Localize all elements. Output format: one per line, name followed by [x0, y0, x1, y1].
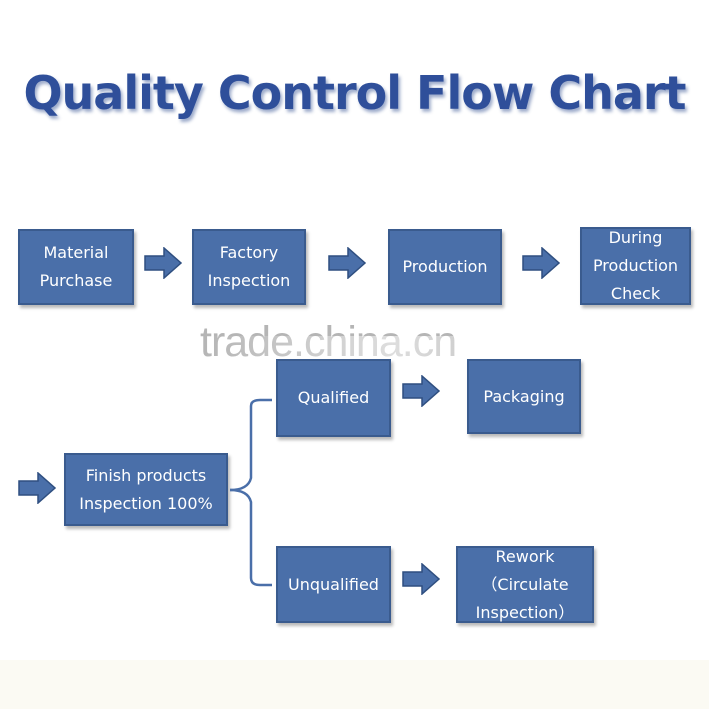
right-arrow-icon [402, 375, 440, 407]
page-title: Quality Control Flow Chart [23, 66, 686, 120]
step-rework: Rework （Circulate Inspection） [456, 546, 594, 623]
right-arrow-icon [144, 247, 182, 279]
step-packaging: Packaging [467, 359, 581, 434]
bottom-band [0, 660, 709, 709]
right-arrow-icon [18, 472, 56, 504]
step-unqualified: Unqualified [276, 546, 391, 623]
step-factory-inspection: Factory Inspection [192, 229, 306, 305]
right-arrow-icon [328, 247, 366, 279]
watermark-band [200, 336, 585, 360]
step-production: Production [388, 229, 502, 305]
step-material-purchase: Material Purchase [18, 229, 134, 305]
right-arrow-icon [402, 563, 440, 595]
right-arrow-icon [522, 247, 560, 279]
step-during-production-check: During Production Check [580, 227, 691, 305]
step-qualified: Qualified [276, 359, 391, 437]
step-finish-products-inspection: Finish products Inspection 100% [64, 453, 228, 526]
